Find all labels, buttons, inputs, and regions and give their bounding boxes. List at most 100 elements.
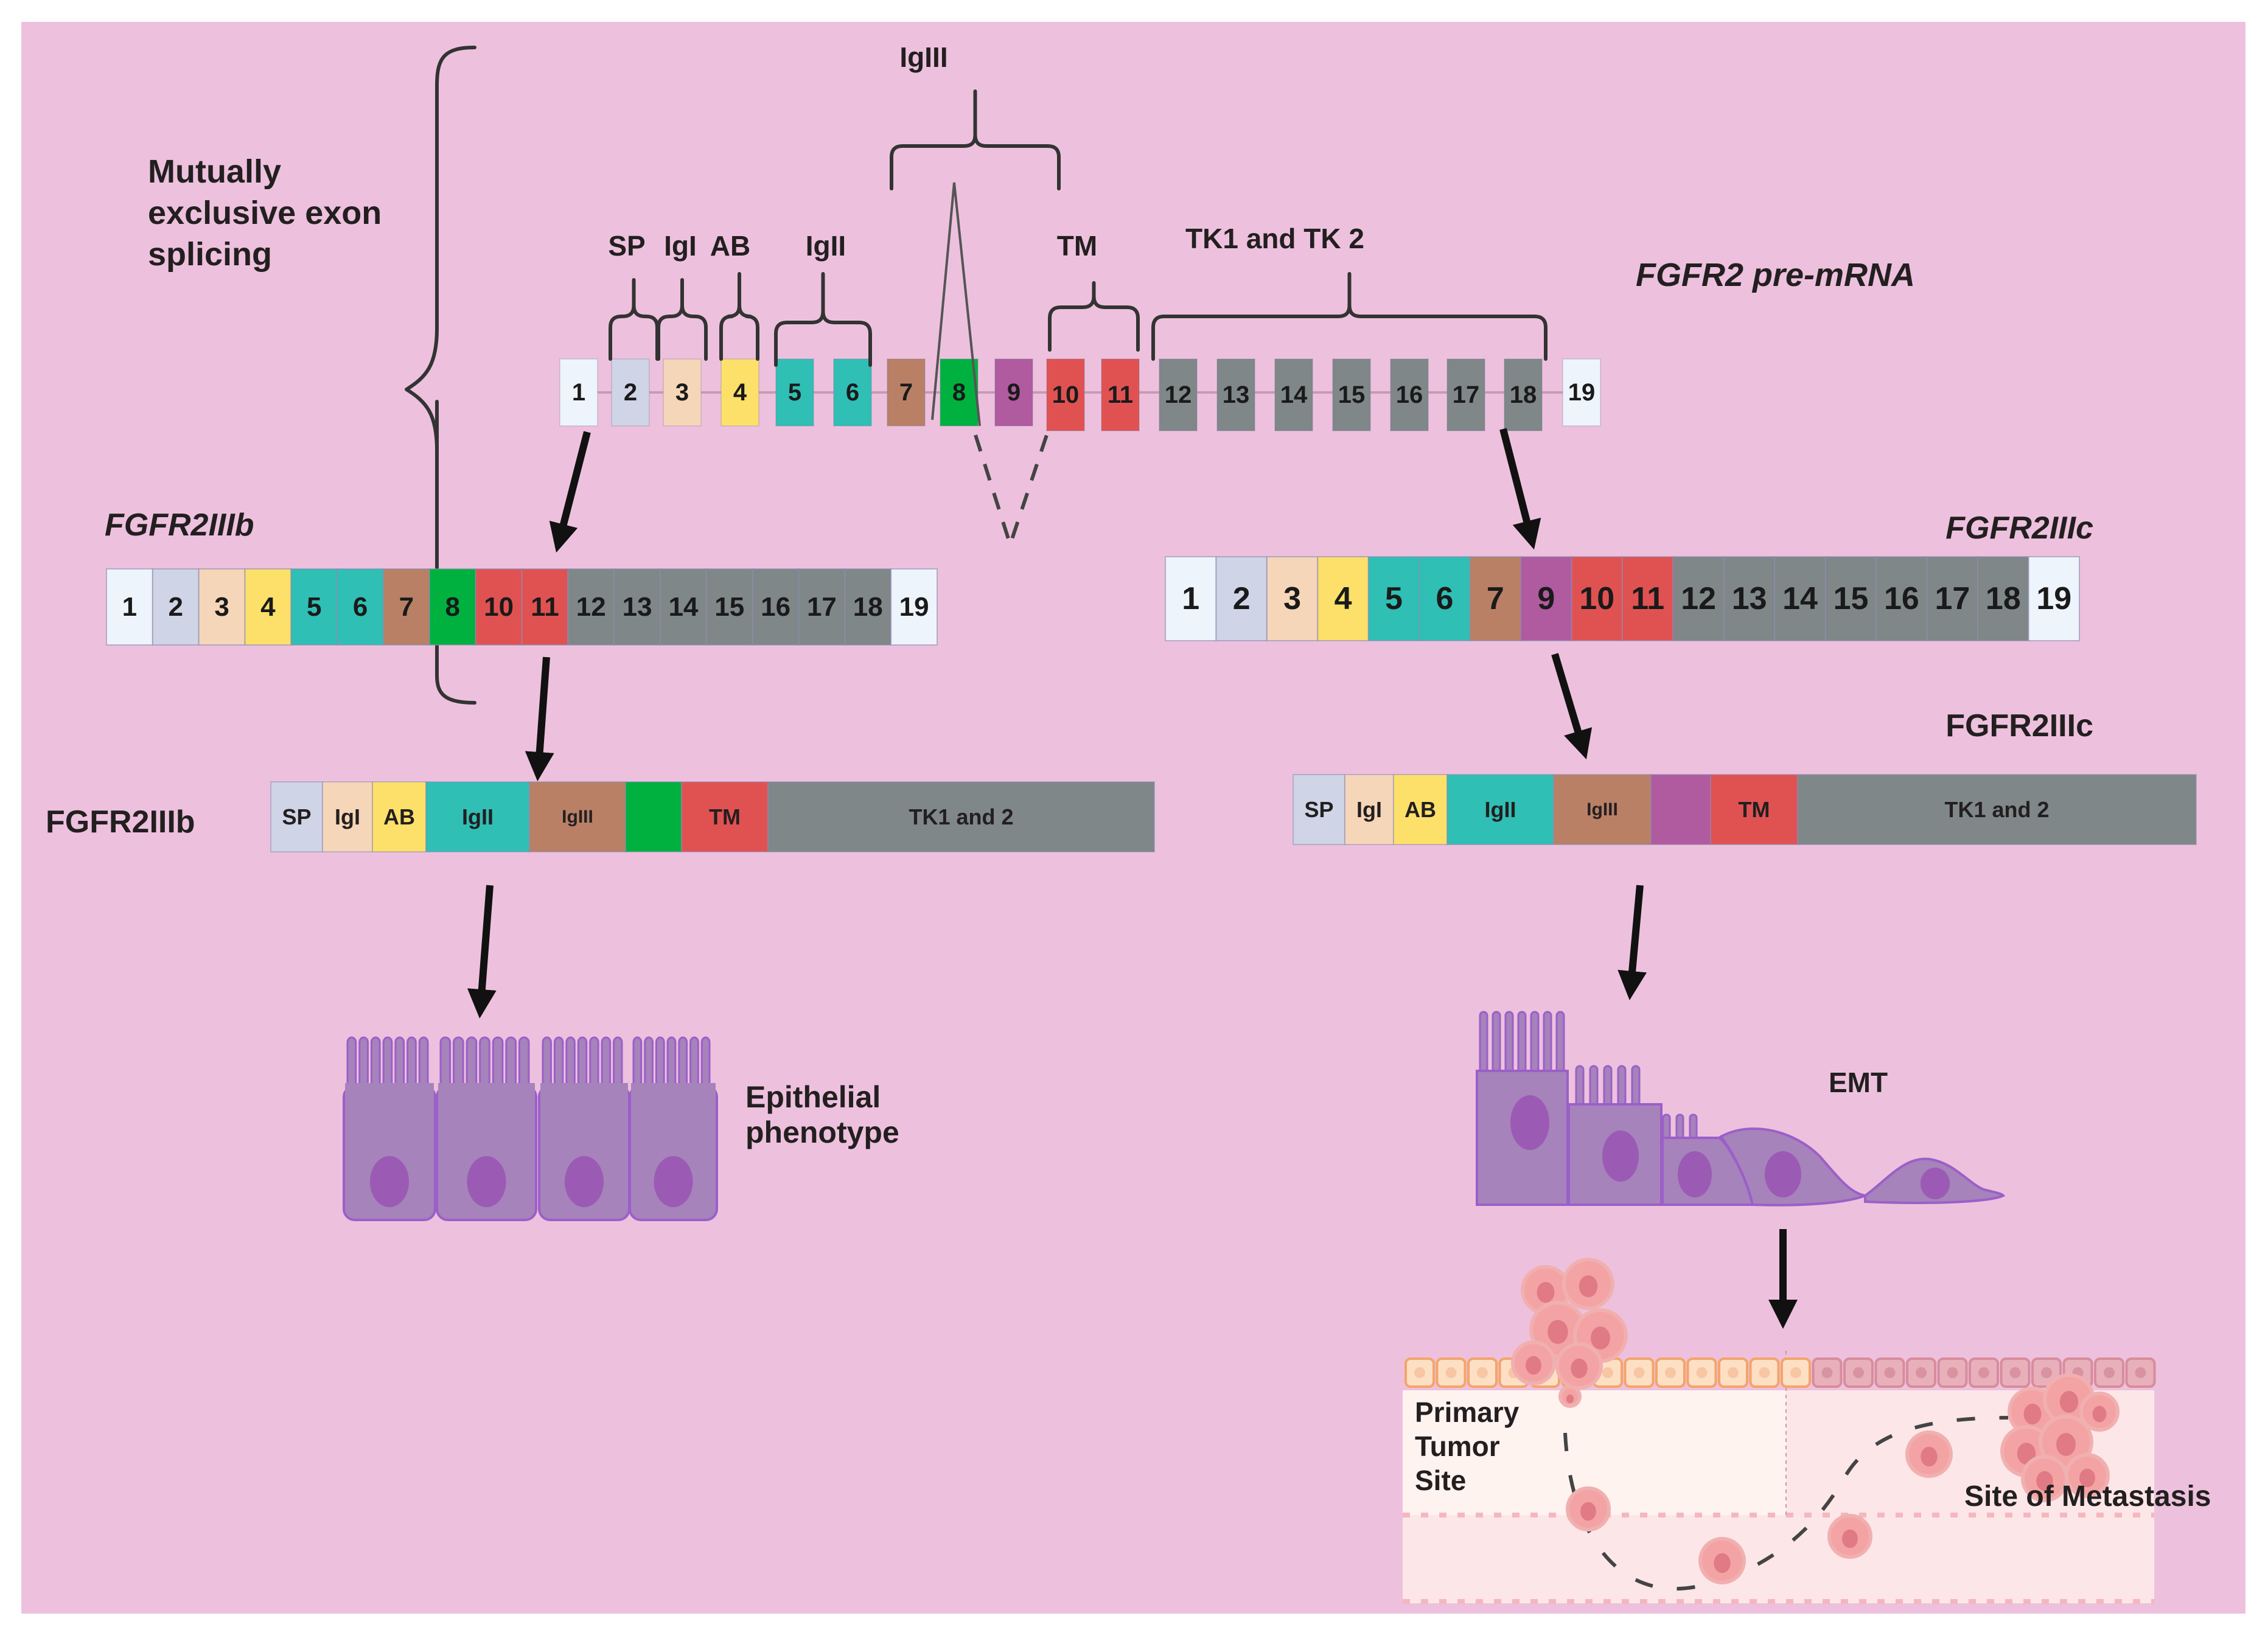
nucleus <box>1765 1151 1801 1197</box>
tumor-cell-nucleus <box>1842 1529 1858 1549</box>
mrna-exon-number: 3 <box>214 592 229 622</box>
mrna-exon-19 <box>2028 556 2081 641</box>
mrna-exon-number: 10 <box>1579 581 1614 616</box>
exon-4 <box>721 358 759 427</box>
tile-nucleus <box>1916 1367 1927 1378</box>
primary-tumor-cell <box>1555 1342 1603 1390</box>
domain-tk1-and-2 <box>767 781 1155 852</box>
mrna-exon-number: 6 <box>1436 581 1453 616</box>
arrow-iiic-protein-to-emt <box>1617 885 1647 1000</box>
exon-18 <box>1504 358 1543 431</box>
mrna-exon-number: 2 <box>169 592 183 622</box>
domain-label: IgIII <box>562 807 593 827</box>
mrna-exon-18 <box>844 568 892 646</box>
mrna-exon-number: 12 <box>1681 581 1716 616</box>
exon-16 <box>1390 358 1429 431</box>
tile-nucleus <box>1728 1367 1739 1378</box>
mrna-exon-number: 9 <box>1537 581 1555 616</box>
exon-number-label: 7 <box>899 379 913 406</box>
nucleus <box>1921 1168 1950 1199</box>
microvillus <box>1479 1011 1488 1080</box>
domain-alt-exon <box>625 781 682 852</box>
tumor-cell-nucleus <box>2036 1471 2053 1491</box>
domain-sp <box>270 781 323 852</box>
metastasis-illustration <box>1403 1258 2156 1604</box>
domain-ab <box>1393 774 1448 845</box>
domain-igi <box>1344 774 1394 845</box>
arrow-iiib-protein-to-cells <box>467 885 497 1019</box>
tile-nucleus <box>1445 1367 1457 1378</box>
exon-number-label: 12 <box>1165 382 1192 408</box>
nucleus <box>654 1156 693 1207</box>
tumor-cell-nucleus <box>1571 1358 1588 1379</box>
domain-igii <box>425 781 530 852</box>
tumor-cell-nucleus <box>1547 1320 1568 1344</box>
domain-label: AB <box>1404 797 1436 822</box>
exon-1 <box>559 358 598 427</box>
exon-number-label: 14 <box>1280 382 1308 408</box>
microvillus <box>1675 1113 1684 1141</box>
epithelial-cell <box>343 1036 436 1221</box>
exon-9 <box>994 358 1033 427</box>
tile-nucleus <box>2009 1367 2021 1378</box>
metastatic-tumor-cell <box>2065 1453 2110 1498</box>
circulating-tumor-cell <box>1566 1486 1611 1531</box>
tumor-cell-nucleus <box>2092 1406 2107 1423</box>
mrna-exon-10 <box>475 568 523 646</box>
exon-number-label: 13 <box>1223 382 1250 408</box>
igiii-splice-line <box>931 182 981 427</box>
exon-number-label: 18 <box>1510 382 1537 408</box>
nucleus <box>1678 1151 1712 1197</box>
domain-label: IgII <box>1485 797 1516 822</box>
cell-apical <box>345 1083 434 1101</box>
tumor-cell-nucleus <box>1591 1326 1610 1350</box>
nucleus <box>1602 1131 1639 1182</box>
epithelial-cells-illustration <box>343 1036 718 1221</box>
domain-label: IgIII <box>1586 800 1618 820</box>
domain-sp <box>1293 774 1345 845</box>
mrna-exon-2 <box>152 568 200 646</box>
exon-number-label: 17 <box>1453 382 1480 408</box>
exon-number-label: 3 <box>675 379 689 406</box>
tile-nucleus <box>2135 1367 2146 1378</box>
exon-number-label: 10 <box>1052 382 1080 408</box>
exon-2 <box>611 358 650 427</box>
exon-8 <box>940 358 979 427</box>
exon-19 <box>1562 358 1601 427</box>
label-igii: IgII <box>806 230 846 262</box>
domain-label: TK1 and 2 <box>909 804 1013 829</box>
mrna-exon-6 <box>337 568 385 646</box>
mrna-exon-8 <box>428 568 476 646</box>
exon-13 <box>1216 358 1255 431</box>
extravasating-tumor-cell <box>1827 1514 1872 1559</box>
tile-nucleus <box>1665 1367 1676 1378</box>
epithelial-cell <box>436 1036 537 1221</box>
tumor-cell-nucleus <box>1580 1502 1596 1521</box>
side-label-line-3: splicing <box>148 236 272 273</box>
tumor-cell-nucleus <box>2056 1433 2076 1456</box>
primary-tumor-cell <box>1562 1258 1614 1310</box>
mrna-exon-number: 1 <box>1182 581 1199 616</box>
pre-mrna-domain-braces <box>609 89 1547 367</box>
tile-nucleus <box>1414 1367 1425 1378</box>
tumor-cell-nucleus <box>1526 1356 1541 1375</box>
tile-nucleus <box>1947 1367 1958 1378</box>
tile-nucleus <box>1477 1367 1488 1378</box>
tile-nucleus <box>1821 1367 1833 1378</box>
microvillus <box>1530 1011 1540 1080</box>
mrna-exon-14 <box>660 568 707 646</box>
exon-number-label: 19 <box>1568 379 1596 406</box>
mrna-exon-17 <box>1926 556 1979 641</box>
migrating-tumor-cell <box>1905 1430 1953 1478</box>
domain-label: TK1 and 2 <box>1944 797 2049 822</box>
arrow-iiib-mrna-to-protein <box>525 657 554 781</box>
exon-number-label: 2 <box>624 379 637 406</box>
mrna-exon-number: 11 <box>1631 581 1664 616</box>
domain-label: SP <box>282 804 311 829</box>
cell-apical <box>438 1083 535 1101</box>
tumor-cell-nucleus <box>1537 1281 1555 1303</box>
